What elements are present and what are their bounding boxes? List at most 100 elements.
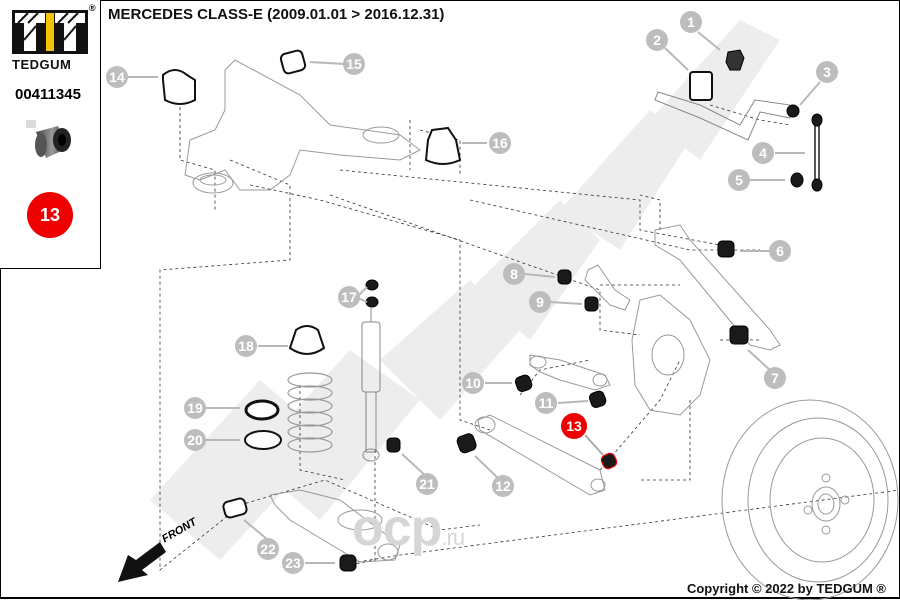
callout-label: 4 [759, 145, 767, 161]
callout-16[interactable]: 16 [489, 132, 511, 154]
callout-label: 23 [285, 555, 301, 571]
part-22-bushing [222, 497, 248, 519]
coil-spring [287, 372, 333, 453]
callout-label: 17 [341, 289, 357, 305]
callout-circle[interactable] [752, 142, 774, 164]
callout-circle[interactable] [184, 397, 206, 419]
assembly-guide-lines [159, 95, 900, 571]
callout-circle[interactable] [235, 335, 257, 357]
part-7-bushing [729, 325, 749, 345]
callout-11[interactable]: 11 [535, 392, 557, 414]
callout-label: 6 [776, 243, 784, 259]
shock-absorber [361, 308, 381, 462]
copyright-text: Copyright © 2022 by TEDGUM ® [686, 581, 886, 596]
wheel [721, 399, 899, 600]
callout-circle[interactable] [184, 429, 206, 451]
callout-circle[interactable] [764, 367, 786, 389]
callout-circle[interactable] [492, 475, 514, 497]
callout-circle[interactable] [561, 413, 587, 439]
callout-circle[interactable] [529, 291, 551, 313]
callout-17[interactable]: 17 [338, 286, 360, 308]
callout-1[interactable]: 1 [680, 11, 702, 33]
rear-subframe [184, 59, 421, 194]
callout-8[interactable]: 8 [503, 263, 525, 285]
ocp-watermark-name: ocp [352, 499, 442, 557]
part-6-bushing [717, 240, 735, 258]
callout-circle[interactable] [462, 372, 484, 394]
callout-21[interactable]: 21 [416, 473, 438, 495]
callout-label: 14 [109, 69, 125, 85]
ocp-watermark: ocp.ru [352, 498, 465, 558]
callout-label: 9 [536, 294, 544, 310]
callout-14[interactable]: 14 [106, 66, 128, 88]
callout-7[interactable]: 7 [764, 367, 786, 389]
part-23-bushing [339, 554, 357, 572]
callout-circle[interactable] [282, 552, 304, 574]
part-3-link-nut [786, 104, 800, 118]
callout-circle[interactable] [489, 132, 511, 154]
callout-label: 21 [419, 476, 435, 492]
callout-label: 8 [510, 266, 518, 282]
callout-label: 7 [771, 370, 779, 386]
callout-label: 3 [823, 64, 831, 80]
registered-mark: ® [89, 3, 96, 13]
callout-circle[interactable] [343, 53, 365, 75]
part-1-bracket [725, 49, 745, 71]
callout-label: 2 [653, 32, 661, 48]
callout-4[interactable]: 4 [752, 142, 774, 164]
part-16-subframe-mount [424, 126, 462, 165]
bushing-thumbnail-icon [22, 118, 78, 166]
vehicle-title: MERCEDES CLASS-E (2009.01.01 > 2016.12.3… [108, 6, 445, 23]
part-20-spring-seat [244, 430, 282, 450]
callout-13[interactable]: 13 [561, 413, 587, 439]
callout-label: 13 [566, 418, 582, 434]
callout-label: 22 [260, 541, 276, 557]
callout-2[interactable]: 2 [646, 29, 668, 51]
callout-20[interactable]: 20 [184, 429, 206, 451]
tedgum-logo-icon [12, 10, 88, 54]
callout-circle[interactable] [257, 538, 279, 560]
callout-circle[interactable] [769, 240, 791, 262]
link-end-bottom [811, 178, 823, 192]
tedgum-logo [12, 10, 88, 54]
callout-arrows [128, 31, 821, 564]
callout-circle[interactable] [728, 169, 750, 191]
callout-circle[interactable] [338, 286, 360, 308]
part-17-lower-washer [365, 296, 379, 308]
callout-label: 20 [187, 432, 203, 448]
brand-name: TEDGUM [12, 57, 72, 72]
callout-label: 12 [495, 478, 511, 494]
stabilizer-bar [654, 91, 791, 141]
callout-19[interactable]: 19 [184, 397, 206, 419]
callout-3[interactable]: 3 [816, 61, 838, 83]
part-8-bushing [557, 269, 572, 285]
callout-5[interactable]: 5 [728, 169, 750, 191]
part-12-bushing [456, 433, 477, 454]
callout-circle[interactable] [646, 29, 668, 51]
callout-22[interactable]: 22 [257, 538, 279, 560]
callout-6[interactable]: 6 [769, 240, 791, 262]
callout-circle[interactable] [680, 11, 702, 33]
front-arrow-icon [118, 542, 166, 582]
part-17-upper-washer [365, 279, 379, 291]
callout-12[interactable]: 12 [492, 475, 514, 497]
callout-10[interactable]: 10 [462, 372, 484, 394]
callout-23[interactable]: 23 [282, 552, 304, 574]
callout-13-arrow [584, 434, 604, 456]
control-arms [269, 224, 781, 563]
part-21-bushing [386, 437, 401, 453]
stabilizer-link [814, 125, 820, 182]
callout-circle[interactable] [535, 392, 557, 414]
callout-15[interactable]: 15 [343, 53, 365, 75]
part-10-bushing [514, 374, 533, 393]
callout-circle[interactable] [503, 263, 525, 285]
callout-circle[interactable] [816, 61, 838, 83]
callout-9[interactable]: 9 [529, 291, 551, 313]
callout-circle[interactable] [416, 473, 438, 495]
part-14-subframe-mount [162, 69, 196, 105]
part-19-bearing [244, 399, 280, 421]
callout-circle[interactable] [106, 66, 128, 88]
callout-18[interactable]: 18 [235, 335, 257, 357]
